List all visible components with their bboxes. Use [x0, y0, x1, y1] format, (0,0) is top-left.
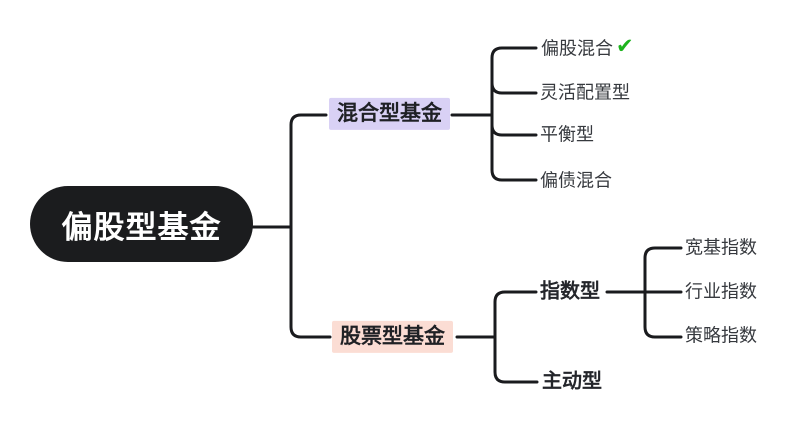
- node-balanced[interactable]: 平衡型: [540, 124, 594, 145]
- node-mixed-fund[interactable]: 混合型基金: [329, 97, 450, 131]
- node-strategy-index[interactable]: 策略指数: [685, 325, 757, 346]
- node-partial-debt-hybrid[interactable]: 偏债混合: [540, 170, 612, 191]
- connector-mixed-child2: [490, 81, 538, 95]
- node-root-label: 偏股型基金: [61, 209, 222, 245]
- connector-mixed-child3: [490, 123, 538, 137]
- connector-stock-trunk: [493, 290, 539, 384]
- node-flexible-allocation[interactable]: 灵活配置型: [540, 82, 630, 103]
- node-root[interactable]: 偏股型基金: [30, 186, 253, 262]
- node-partial-equity-hybrid[interactable]: 偏股混合: [541, 38, 613, 59]
- connector-index-trunk: [643, 246, 683, 339]
- node-stock-fund[interactable]: 股票型基金: [332, 320, 453, 354]
- node-active-type[interactable]: 主动型: [542, 370, 602, 393]
- connector-main-trunk: [289, 113, 332, 339]
- node-sector-index[interactable]: 行业指数: [685, 281, 757, 302]
- node-index-type[interactable]: 指数型: [540, 280, 600, 303]
- node-broad-index[interactable]: 宽基指数: [685, 237, 757, 258]
- connector-mixed-trunk: [490, 46, 538, 182]
- checkmark-icon: ✔: [616, 34, 634, 58]
